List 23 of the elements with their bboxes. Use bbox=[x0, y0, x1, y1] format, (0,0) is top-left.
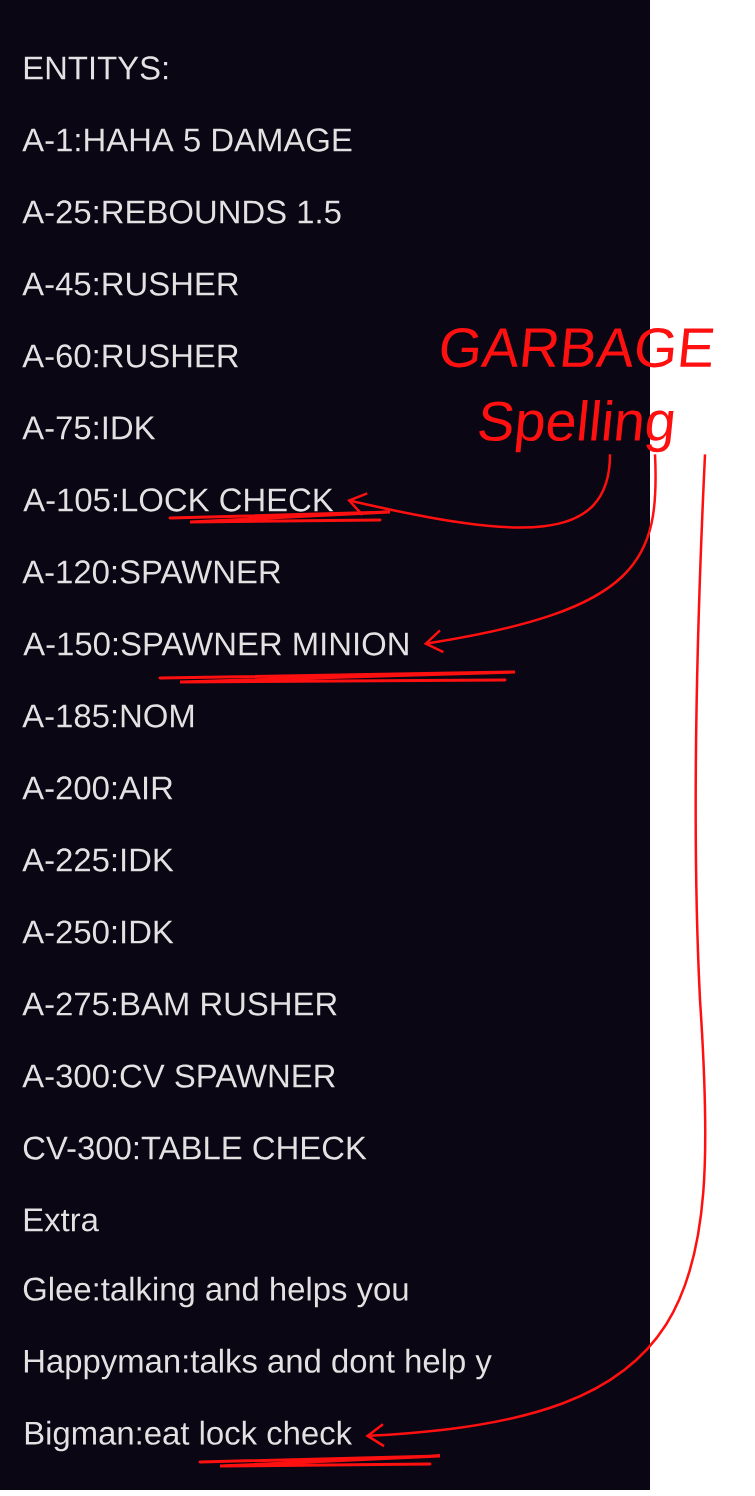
list-item: A-250:IDK bbox=[22, 920, 174, 944]
list-item: A-1:HAHA 5 DAMAGE bbox=[22, 128, 352, 152]
list-item: A-150:SPAWNER MINION bbox=[23, 632, 408, 656]
arrow bbox=[365, 454, 707, 1448]
list-item: Extra bbox=[24, 1208, 99, 1232]
list-item: A-25:REBOUNDS 1.5 bbox=[22, 200, 341, 224]
list-item: A-225:IDK bbox=[22, 848, 174, 872]
list-item: A-120:SPAWNER bbox=[22, 560, 281, 584]
list-item: Glee:talking and helps you bbox=[23, 1276, 408, 1308]
list-item: Happyman:talks and dont help y bbox=[24, 1348, 492, 1380]
list-item: A-200:AIR bbox=[22, 776, 173, 800]
list-item: A-45:RUSHER bbox=[22, 272, 239, 296]
list-item: Bigman:eat lock check bbox=[25, 1420, 353, 1452]
arrow bbox=[423, 454, 657, 654]
list-item: ENTITYS: bbox=[24, 56, 168, 80]
list-item: A-275:BAM RUSHER bbox=[22, 992, 337, 1016]
list-item: A-185:NOM bbox=[22, 704, 194, 728]
list-item: A-75:IDK bbox=[22, 416, 156, 440]
list-item: A-105:LOCK CHECK bbox=[23, 488, 334, 512]
list-item: A-60:RUSHER bbox=[22, 344, 239, 368]
list-item: A-300:CV SPAWNER bbox=[22, 1064, 335, 1088]
list-item: CV-300:TABLE CHECK bbox=[23, 1136, 367, 1160]
arrow bbox=[347, 454, 612, 529]
